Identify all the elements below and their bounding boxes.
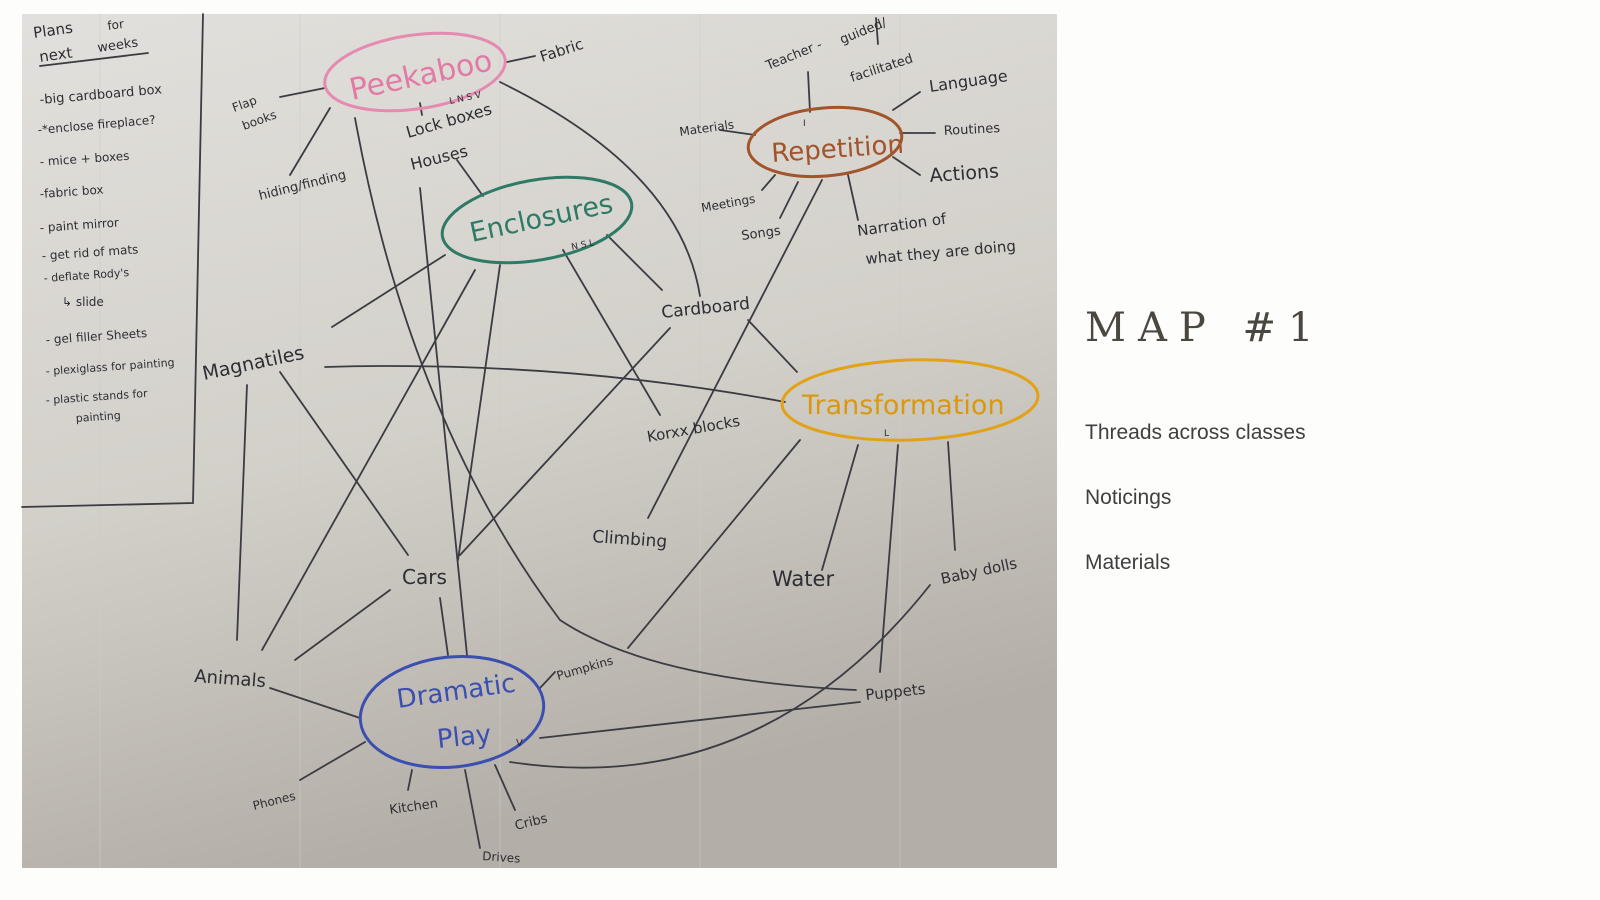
- hub-tag: I: [803, 119, 806, 129]
- notes-heading: Plans: [32, 19, 74, 42]
- slide-item-threads: Threads across classes: [1085, 421, 1306, 444]
- notes-item: - mice + boxes: [39, 149, 130, 169]
- slide-item-noticings: Noticings: [1085, 486, 1172, 509]
- node-label: Kitchen: [388, 796, 438, 818]
- notes-item: painting: [75, 409, 121, 425]
- hub-label: Play: [436, 719, 493, 755]
- node-label: Animals: [194, 666, 267, 692]
- node-label: Routines: [943, 121, 1000, 139]
- notes-item: -fabric box: [39, 183, 104, 201]
- node-label: Songs: [740, 224, 781, 244]
- mind-map-photo: Plans for next weeks -big cardboard box …: [21, 13, 1057, 868]
- hub-transformation: Transformation L: [780, 358, 1040, 442]
- notes-heading: weeks: [96, 35, 139, 56]
- notes-heading: for: [106, 17, 124, 33]
- notes-heading: next: [38, 43, 74, 65]
- notes-panel: Plans for next weeks -big cardboard box …: [21, 13, 204, 508]
- hub-label: Transformation: [801, 390, 1005, 421]
- slide-item-materials: Materials: [1085, 551, 1171, 574]
- node-label: Actions: [929, 160, 1000, 187]
- notes-item: - get rid of mats: [41, 242, 138, 263]
- node-label: Drives: [482, 849, 521, 866]
- hub-tag: V: [516, 738, 523, 749]
- node-label: Water: [772, 567, 834, 591]
- hub-tag: L: [884, 429, 889, 439]
- notes-item: - deflate Rody's: [43, 266, 130, 285]
- connector-lines: [236, 17, 956, 849]
- slide-title: MAP #1: [1085, 305, 1326, 351]
- hub-tag: N S L: [571, 238, 596, 253]
- node-label: Cars: [402, 565, 447, 589]
- paper-ruling: [99, 14, 901, 868]
- notes-item: - paint mirror: [39, 215, 119, 234]
- notes-item: ↳ slide: [62, 295, 104, 309]
